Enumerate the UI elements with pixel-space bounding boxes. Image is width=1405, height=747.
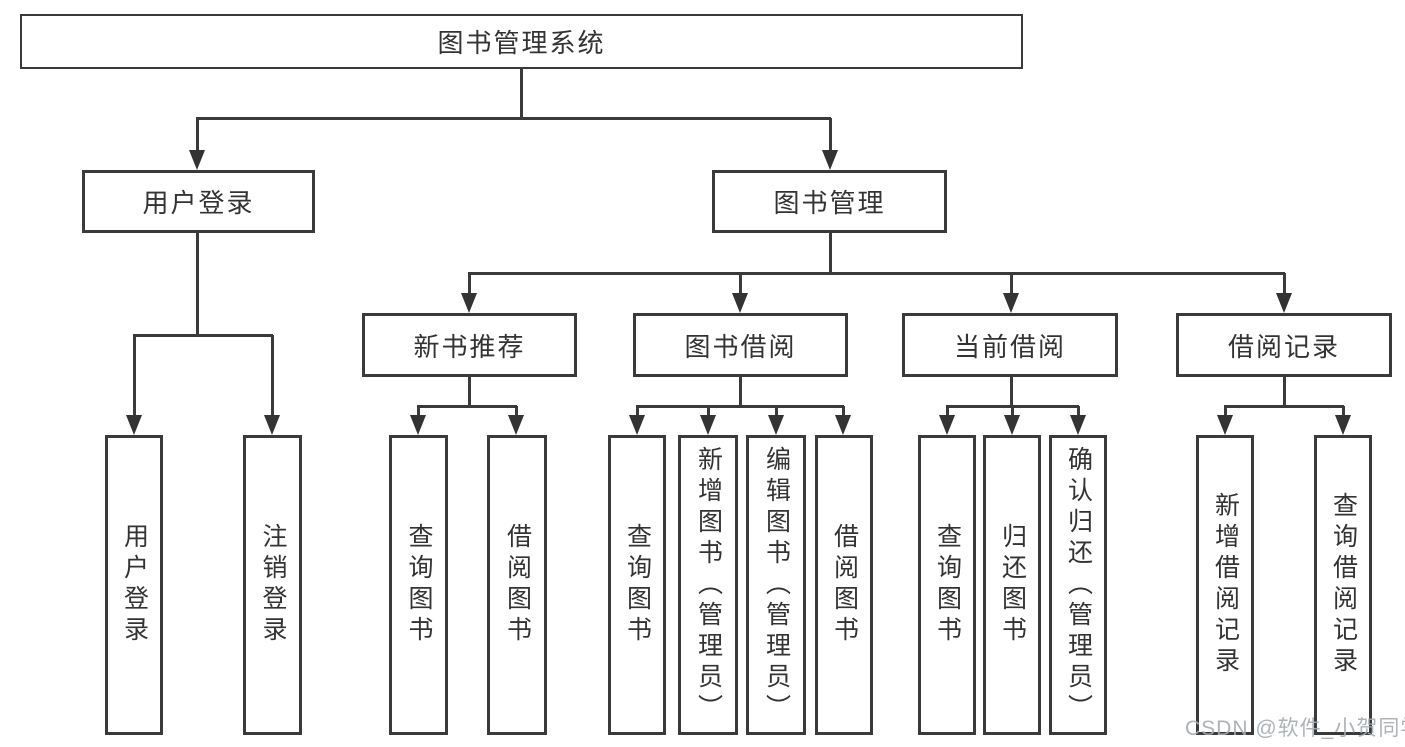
connector-line	[946, 405, 1079, 408]
arrowhead-down-icon	[822, 150, 838, 170]
arrowhead-down-icon	[768, 415, 784, 435]
connector-line	[1010, 273, 1013, 295]
connector-line	[196, 118, 199, 152]
arrowhead-down-icon	[700, 415, 716, 435]
node-new-book-recommend: 新书推荐	[362, 313, 577, 377]
leaf-borrow-books-1: 借阅图书	[487, 435, 547, 735]
connector-line	[1011, 406, 1014, 417]
leaf-edit-books-admin: 编辑图书（管理员）	[746, 435, 806, 735]
connector-line	[196, 232, 199, 337]
connector-line	[468, 375, 471, 408]
csdn-watermark: CSDN @软件_小贺同学	[1185, 717, 1405, 740]
connector-line	[417, 405, 517, 408]
leaf-borrow-books-2: 借阅图书	[815, 435, 873, 735]
connector-line	[133, 335, 136, 417]
leaf-query-books-3: 查询图书	[918, 435, 976, 735]
arrowhead-down-icon	[939, 415, 955, 435]
connector-line	[829, 118, 832, 152]
connector-line	[1283, 273, 1286, 295]
arrowhead-down-icon	[126, 415, 142, 435]
connector-line	[739, 273, 742, 295]
connector-line	[775, 406, 778, 417]
connector-line	[739, 375, 742, 408]
arrowhead-down-icon	[1003, 293, 1019, 313]
arrowhead-down-icon	[1335, 415, 1351, 435]
arrowhead-down-icon	[264, 415, 280, 435]
connector-line	[842, 406, 845, 417]
connector-line	[1010, 375, 1013, 408]
leaf-query-books-1: 查询图书	[389, 435, 448, 735]
connector-line	[468, 273, 471, 295]
connector-line	[636, 405, 844, 408]
leaf-return-books: 归还图书	[983, 435, 1041, 735]
node-root-library-system: 图书管理系统	[20, 14, 1023, 69]
leaf-confirm-return-admin: 确认归还（管理员）	[1049, 435, 1107, 735]
connector-line	[636, 406, 639, 417]
arrowhead-down-icon	[189, 150, 205, 170]
node-book-borrowing: 图书借阅	[633, 313, 848, 377]
leaf-query-borrow-record: 查询借阅记录	[1314, 435, 1372, 735]
connector-line	[946, 406, 949, 417]
connector-line	[1224, 406, 1227, 417]
node-borrowing-records: 借阅记录	[1176, 313, 1392, 377]
connector-line	[829, 232, 832, 275]
connector-line	[417, 406, 420, 417]
arrowhead-down-icon	[629, 415, 645, 435]
leaf-logout: 注销登录	[243, 435, 302, 735]
leaf-add-borrow-record: 新增借阅记录	[1196, 435, 1254, 735]
arrowhead-down-icon	[1070, 415, 1086, 435]
node-user-login-branch: 用户登录	[82, 170, 315, 233]
connector-line	[1283, 375, 1286, 408]
connector-line	[1077, 406, 1080, 417]
leaf-user-login: 用户登录	[105, 435, 163, 735]
arrowhead-down-icon	[732, 293, 748, 313]
connector-line	[133, 334, 273, 337]
arrowhead-down-icon	[1004, 415, 1020, 435]
arrowhead-down-icon	[461, 293, 477, 313]
connector-line	[515, 406, 518, 417]
connector-line	[707, 406, 710, 417]
arrowhead-down-icon	[1276, 293, 1292, 313]
connector-line	[468, 272, 1285, 275]
connector-line	[271, 335, 274, 417]
arrowhead-down-icon	[508, 415, 524, 435]
node-current-borrowing: 当前借阅	[902, 313, 1118, 377]
node-book-management-branch: 图书管理	[712, 170, 947, 233]
leaf-add-books-admin: 新增图书（管理员）	[678, 435, 738, 735]
connector-line	[1342, 406, 1345, 417]
arrowhead-down-icon	[1217, 415, 1233, 435]
connector-line	[520, 68, 523, 120]
arrowhead-down-icon	[410, 415, 426, 435]
leaf-query-books-2: 查询图书	[608, 435, 666, 735]
connector-line	[1224, 405, 1344, 408]
arrowhead-down-icon	[835, 415, 851, 435]
connector-line	[196, 117, 831, 120]
